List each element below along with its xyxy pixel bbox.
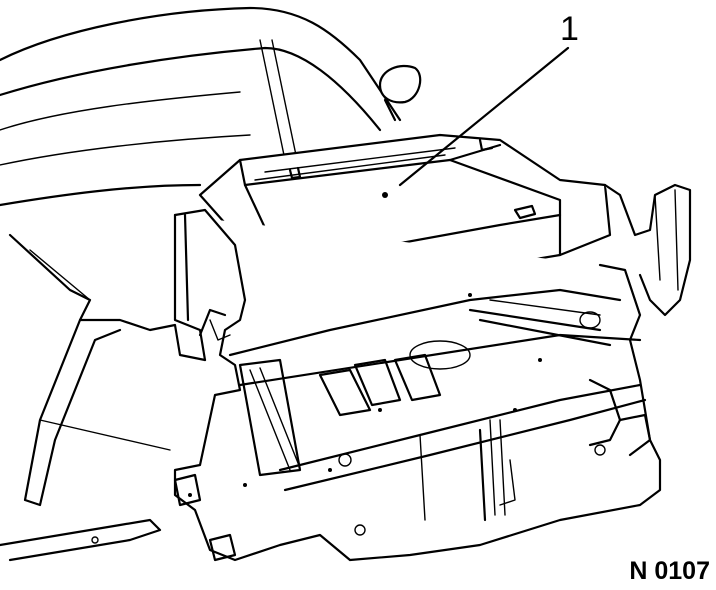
side-mirror — [378, 64, 422, 122]
car-body-outline — [0, 6, 402, 207]
left-fender-support — [8, 233, 207, 507]
callout-label: 1 — [560, 10, 579, 48]
figure-code: N 0107 — [629, 557, 710, 585]
front-panel-frame — [173, 183, 692, 562]
callout-leader-line — [398, 46, 570, 187]
lower-bumper-strip — [0, 518, 162, 562]
